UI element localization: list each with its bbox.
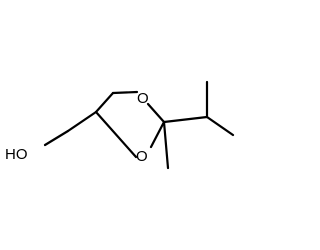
bond-c2-o3 xyxy=(149,120,166,149)
bond-c4-c5 xyxy=(94,91,115,114)
ring-oxygen-lower-label: O xyxy=(136,148,148,165)
bond-o3-c4 xyxy=(94,110,138,159)
bond-c2-isopropyl xyxy=(162,115,209,124)
ring-oxygen-upper-label: O xyxy=(137,90,149,107)
bond-lines xyxy=(43,80,235,170)
bond-o1-c2 xyxy=(146,102,166,124)
bond-c5-o1 xyxy=(111,90,139,95)
molecule-diagram: HO O O xyxy=(5,80,235,170)
bond-isopropyl-right xyxy=(205,115,235,137)
bond-ho-ch2 xyxy=(43,129,70,147)
hydroxyl-label: HO xyxy=(5,146,28,163)
bond-ch2-c4 xyxy=(66,110,98,133)
bond-c2-methyl xyxy=(162,120,170,170)
